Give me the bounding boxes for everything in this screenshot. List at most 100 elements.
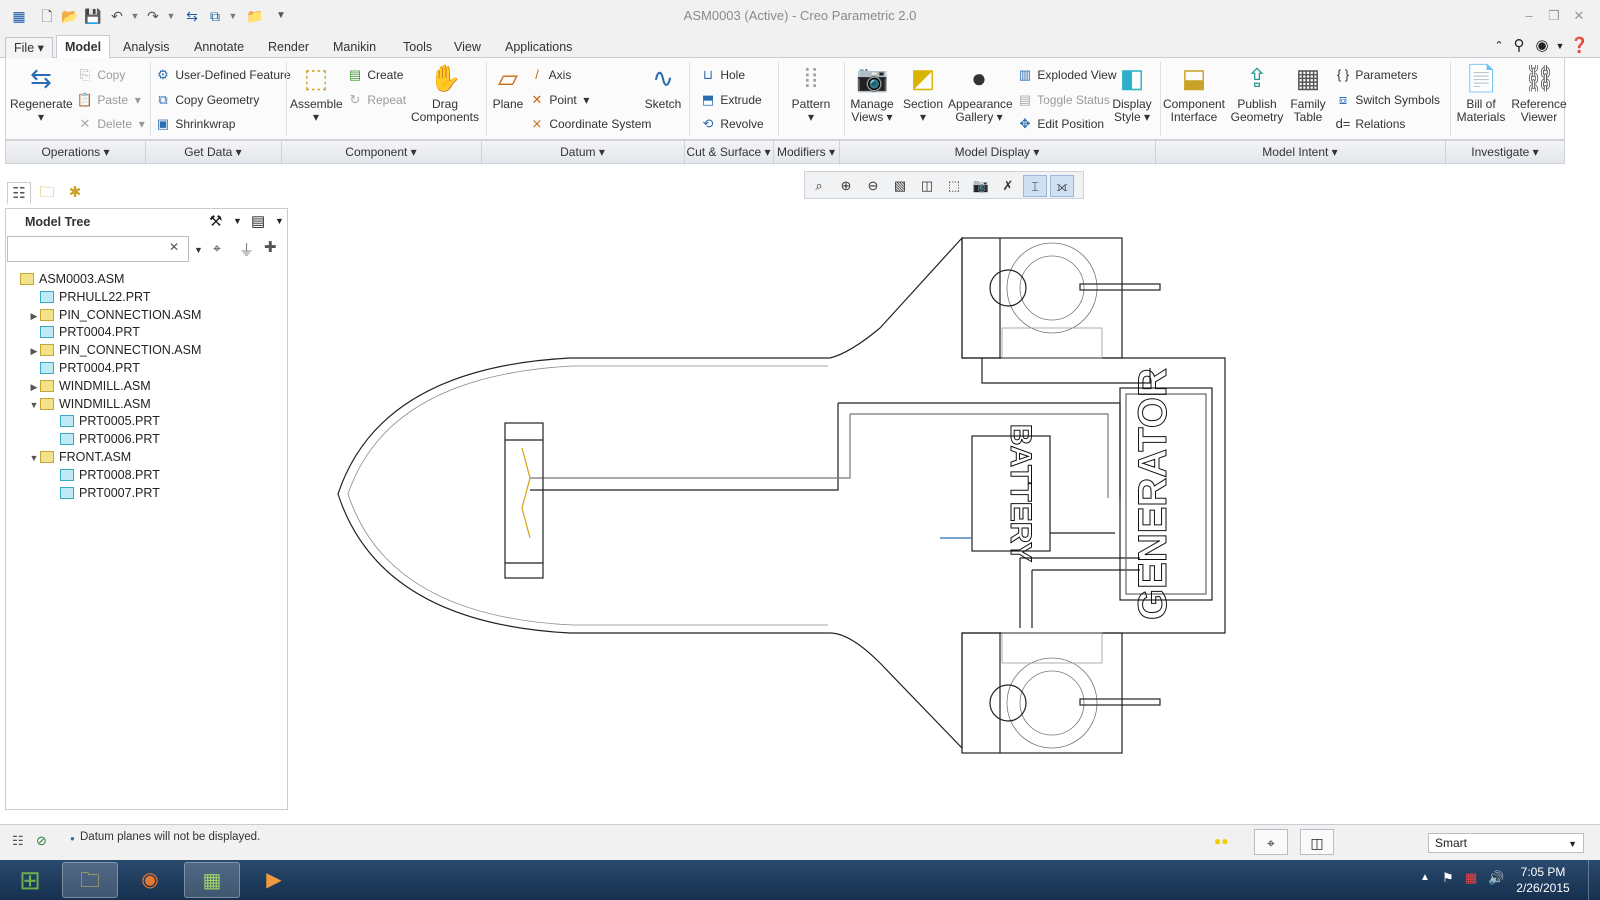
selection-filter-select[interactable]: Smart▼ — [1428, 833, 1584, 853]
plane-button[interactable]: ▱ Plane — [492, 63, 524, 111]
new-file-icon[interactable]: 🗋 — [41, 8, 53, 24]
extrude-button[interactable]: ⬒ Extrude — [699, 91, 762, 109]
refit-icon[interactable]: ⌕ — [815, 178, 823, 193]
expand-toggle-icon[interactable]: ▼ — [29, 453, 39, 463]
copy-button[interactable]: ⎘ Copy — [76, 66, 126, 84]
axis-button[interactable]: / Axis — [528, 66, 571, 84]
redo-icon[interactable]: ↷ — [147, 8, 159, 24]
minimize-icon[interactable]: ‒ — [1525, 8, 1533, 23]
volume-icon[interactable]: 🔊 — [1488, 870, 1505, 885]
clear-search-icon[interactable]: ✕ — [169, 240, 180, 254]
restore-icon[interactable]: ❐ — [1548, 8, 1560, 23]
coordinate-system-button[interactable]: ⨯ Coordinate System — [528, 115, 652, 133]
expand-toggle-icon[interactable]: ▶ — [30, 381, 38, 392]
hole-button[interactable]: ⊔ Hole — [699, 66, 745, 84]
save-icon[interactable]: 💾 — [84, 8, 102, 24]
expand-toggle-icon[interactable]: ▶ — [30, 310, 38, 321]
tree-item[interactable]: PRT0005.PRT — [48, 412, 160, 430]
community-dropdown-icon[interactable]: ▼ — [1555, 41, 1565, 51]
tree-item[interactable]: PRT0006.PRT — [48, 430, 160, 448]
tree-item[interactable]: ASM0003.ASM — [8, 270, 124, 288]
expand-toggle-icon[interactable]: ▼ — [29, 399, 39, 410]
select-box-icon[interactable]: ◫ — [1300, 829, 1334, 855]
community-icon[interactable]: ◉ — [1535, 37, 1549, 54]
tray-expand-icon[interactable]: ▲ — [1420, 872, 1430, 883]
section-button[interactable]: ◩ Section▾ — [902, 63, 944, 124]
shrinkwrap-button[interactable]: ▣ Shrinkwrap — [154, 115, 236, 133]
expand-toggle-icon[interactable]: ▶ — [30, 346, 38, 357]
datum-display-icon[interactable]: ✗ — [1002, 178, 1014, 193]
tree-settings-dropdown-icon[interactable]: ▼ — [233, 216, 242, 226]
zoom-in-icon[interactable]: ⊕ — [840, 178, 852, 193]
switch-symbols-button[interactable]: ⧈ Switch Symbols — [1334, 91, 1440, 109]
group-cut-surface[interactable]: Cut & Surface ▾ — [686, 145, 771, 159]
windows-icon[interactable]: ⧉ — [210, 8, 220, 24]
repaint-icon[interactable]: ▧ — [893, 178, 907, 193]
close-window-icon[interactable]: 📁 — [246, 8, 264, 24]
customize-toolbar-icon[interactable]: ▼ — [276, 10, 286, 21]
creo-task-icon[interactable]: ▦ — [184, 862, 240, 898]
tree-show-icon[interactable]: ▤ — [251, 213, 266, 230]
exploded-view-button[interactable]: ▥ Exploded View — [1016, 66, 1117, 84]
undo-dropdown-icon[interactable]: ▼ — [130, 11, 140, 21]
group-component[interactable]: Component ▾ — [345, 145, 417, 159]
tree-item[interactable]: PRHULL22.PRT — [28, 288, 150, 306]
group-investigate[interactable]: Investigate ▾ — [1471, 145, 1539, 159]
network-icon[interactable]: ▦ — [1465, 870, 1478, 885]
tab-model[interactable]: Model — [56, 35, 111, 59]
display-style-view-icon[interactable]: ◫ — [920, 178, 934, 193]
group-model-intent[interactable]: Model Intent ▾ — [1262, 145, 1338, 159]
undo-icon[interactable]: ↶ — [111, 8, 123, 24]
search-icon[interactable]: ⚲ — [1513, 37, 1525, 54]
app-icon[interactable]: ▦ — [12, 8, 26, 24]
action-center-icon[interactable]: ⚑ — [1442, 870, 1454, 885]
tab-view[interactable]: View — [454, 40, 481, 54]
tree-item[interactable]: ▶PIN_CONNECTION.ASM — [28, 341, 202, 359]
tab-annotate[interactable]: Annotate — [194, 40, 245, 54]
point-button[interactable]: ✕ Point ▾ — [528, 91, 590, 109]
redo-dropdown-icon[interactable]: ▼ — [166, 11, 176, 21]
regenerate-quick-icon[interactable]: ⇆ — [186, 8, 198, 24]
help-icon[interactable]: ❓ — [1570, 37, 1589, 54]
toggle-status-button[interactable]: ▤ Toggle Status — [1016, 91, 1110, 109]
tree-item[interactable]: PRT0004.PRT — [28, 323, 140, 341]
tree-settings-icon[interactable]: ⚒ — [209, 213, 223, 230]
paste-button[interactable]: 📋 Paste ▾ — [76, 92, 141, 107]
tree-show-dropdown-icon[interactable]: ▼ — [275, 216, 284, 226]
start-button-icon[interactable]: ⊞ — [19, 865, 41, 895]
group-modifiers[interactable]: Modifiers ▾ — [776, 145, 836, 159]
model-tree-tab-icon[interactable]: ☷ — [7, 182, 31, 204]
relations-button[interactable]: d= Relations — [1335, 116, 1406, 131]
graphics-viewport[interactable]: BATTERY GENERATOR — [290, 178, 1570, 810]
group-operations[interactable]: Operations ▾ — [41, 145, 110, 159]
parameters-button[interactable]: { } Parameters — [1334, 66, 1418, 84]
tree-item[interactable]: PRT0008.PRT — [48, 466, 160, 484]
open-folder-icon[interactable]: 📂 — [61, 8, 79, 24]
copy-geometry-button[interactable]: ⧉ Copy Geometry — [154, 91, 259, 109]
add-column-icon[interactable]: ✚ — [264, 239, 277, 256]
revolve-button[interactable]: ⟲ Revolve — [699, 115, 764, 133]
explorer-task-icon[interactable]: 🗀 — [62, 862, 118, 898]
group-model-display[interactable]: Model Display ▾ — [954, 145, 1040, 159]
edit-position-button[interactable]: ✥ Edit Position — [1016, 115, 1105, 133]
spin-center-icon[interactable]: ⟗ — [1050, 175, 1074, 197]
system-clock[interactable]: 7:05 PM 2/26/2015 — [1516, 865, 1570, 895]
create-button[interactable]: ▤ Create — [346, 66, 404, 84]
find-icon[interactable]: ⌖ — [1254, 829, 1288, 855]
tab-manikin[interactable]: Manikin — [333, 40, 377, 54]
tree-item[interactable]: PRT0007.PRT — [48, 484, 160, 502]
zoom-out-icon[interactable]: ⊖ — [867, 178, 879, 193]
tab-applications[interactable]: Applications — [505, 40, 573, 54]
tree-item[interactable]: ▶PIN_CONNECTION.ASM — [28, 306, 202, 324]
minimize-ribbon-icon[interactable]: ⌃ — [1494, 40, 1504, 52]
model-tree-search-input[interactable] — [7, 236, 189, 262]
show-desktop-button[interactable] — [1588, 860, 1600, 900]
folder-browser-tab-icon[interactable]: 🗀 — [39, 184, 55, 201]
tree-toggle-icon[interactable]: ☷ — [12, 833, 24, 848]
group-datum[interactable]: Datum ▾ — [560, 145, 605, 159]
